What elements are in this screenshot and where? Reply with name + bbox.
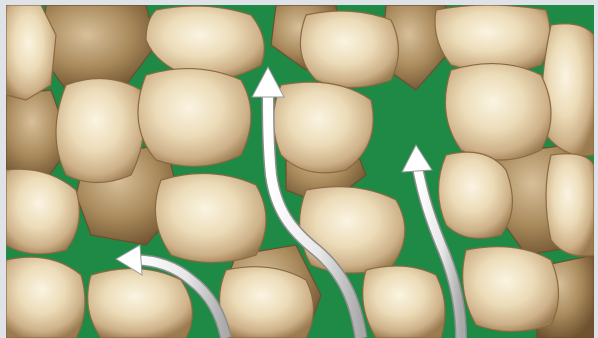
soil-grain-icon	[435, 5, 550, 73]
soil-grain-icon	[300, 11, 398, 88]
soil-grain-icon	[363, 266, 445, 338]
soil-grain-icon	[138, 69, 251, 167]
soil-grain-icon	[220, 267, 314, 338]
soil-grain-icon	[546, 154, 594, 256]
soil-grain-icon	[88, 269, 193, 338]
soil-grain-icon	[439, 152, 513, 238]
diagram-canvas	[6, 5, 594, 338]
soil-grain-icon	[445, 64, 551, 160]
soil-grain-icon	[542, 24, 594, 156]
soil-grain-icon	[6, 257, 85, 338]
soil-grain-icon	[300, 187, 405, 273]
soil-grain-icon	[274, 82, 374, 173]
groundwater-pore-flow-diagram	[6, 5, 594, 338]
soil-grain-icon	[6, 5, 56, 100]
soil-grain-icon	[155, 174, 266, 263]
soil-grain-icon	[56, 79, 144, 183]
soil-grain-icon	[463, 247, 559, 332]
